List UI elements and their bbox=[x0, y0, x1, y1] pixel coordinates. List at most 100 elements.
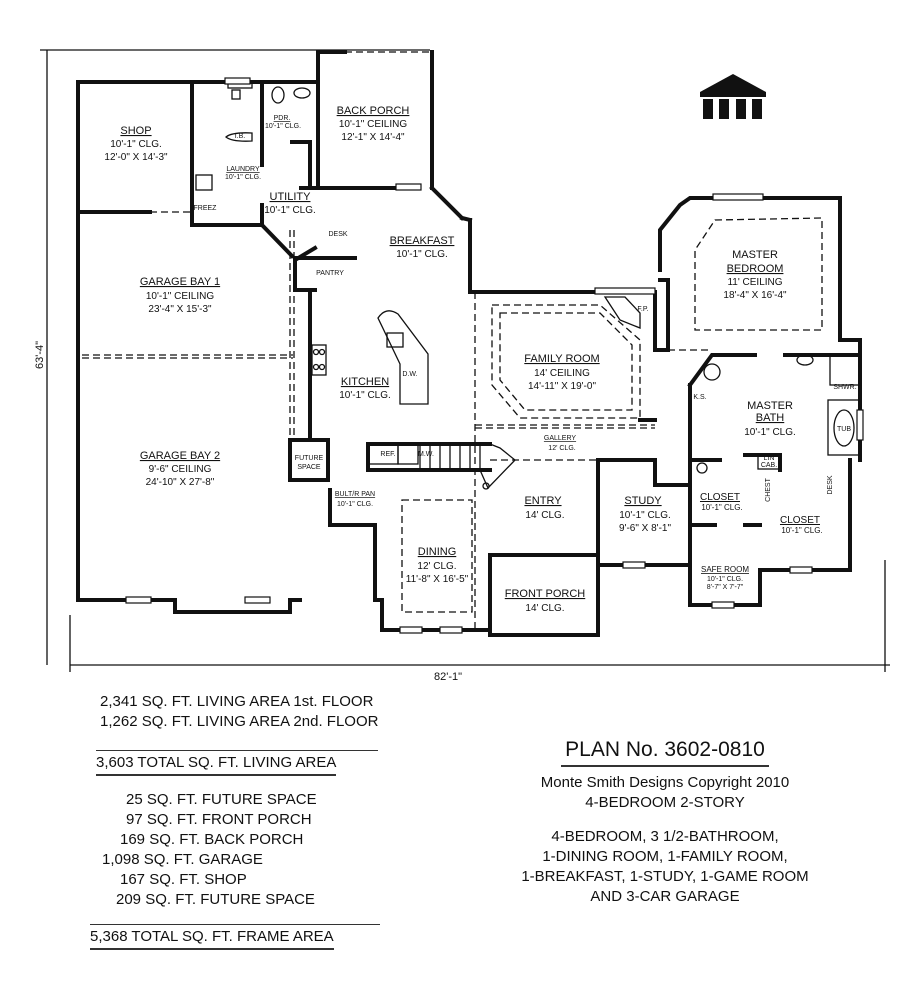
columned-house-logo bbox=[700, 74, 766, 119]
svg-text:11' CEILING: 11' CEILING bbox=[727, 277, 782, 288]
copyright: Monte Smith Designs Copyright 2010 bbox=[540, 774, 790, 791]
room-study: STUDY 10'-1" CLG. 9'-6" X 8'-1" bbox=[619, 495, 672, 534]
svg-text:SPACE: SPACE bbox=[297, 464, 321, 471]
bath-sink-icon bbox=[703, 363, 721, 381]
room-butler-pantry: BULT/R PAN 10'-1" CLG. bbox=[335, 491, 375, 508]
svg-text:14' CLG.: 14' CLG. bbox=[525, 510, 564, 521]
svg-text:24'-10" X 27'-8": 24'-10" X 27'-8" bbox=[146, 477, 215, 488]
feature-line: AND 3-CAR GARAGE bbox=[590, 888, 740, 905]
svg-text:FUTURE: FUTURE bbox=[295, 455, 324, 462]
svg-text:10'-1" CLG.: 10'-1" CLG. bbox=[781, 526, 822, 535]
room-garage-bay-1: GARAGE BAY 1 10'-1" CEILING 23'-4" X 15'… bbox=[140, 276, 220, 315]
svg-text:SHOP: SHOP bbox=[120, 125, 151, 137]
ironing-board-label: I.B. bbox=[235, 133, 246, 140]
room-dining: DINING 12' CLG. 11'-8" X 16'-5" bbox=[406, 546, 469, 585]
svg-text:14' CLG.: 14' CLG. bbox=[525, 603, 564, 614]
svg-text:SAFE ROOM: SAFE ROOM bbox=[701, 565, 749, 574]
svg-text:11'-8" X 16'-5": 11'-8" X 16'-5" bbox=[406, 574, 469, 585]
dimension-lines: 63'-4" 82'-1" bbox=[34, 49, 890, 683]
svg-text:12' CLG.: 12' CLG. bbox=[548, 445, 575, 452]
windows bbox=[125, 77, 864, 634]
svg-text:BACK PORCH: BACK PORCH bbox=[337, 105, 410, 117]
freezer-label: FREEZ bbox=[194, 205, 218, 212]
cooktop-icon bbox=[311, 344, 327, 376]
living-area-1st: 2,341 SQ. FT. LIVING AREA 1st. FLOOR bbox=[100, 693, 374, 710]
walls bbox=[76, 50, 862, 637]
chest-label: CHEST bbox=[765, 477, 772, 501]
room-family-room: FAMILY ROOM 14' CEILING 14'-11" X 19'-0" bbox=[524, 353, 599, 392]
tub-label: TUB bbox=[837, 426, 851, 433]
feature-line: 1-BREAKFAST, 1-STUDY, 1-GAME ROOM bbox=[521, 868, 809, 885]
pantry-label: PANTRY bbox=[316, 270, 344, 277]
svg-text:PDR.: PDR. bbox=[274, 115, 291, 122]
fireplace-label: F.P. bbox=[637, 306, 648, 313]
svg-text:ENTRY: ENTRY bbox=[524, 495, 562, 507]
ironing-board-icon bbox=[224, 132, 253, 142]
feature-line: 4-BEDROOM, 3 1/2-BATHROOM, bbox=[551, 828, 779, 845]
depth-dimension: 63'-4" bbox=[34, 341, 46, 369]
staircase bbox=[419, 443, 516, 490]
svg-text:BATH: BATH bbox=[756, 412, 785, 424]
svg-text:BULT/R PAN: BULT/R PAN bbox=[335, 491, 375, 498]
shower-label: SHWR. bbox=[833, 384, 856, 391]
room-kitchen: KITCHEN 10'-1" CLG. bbox=[339, 376, 391, 401]
svg-text:12'-1" X 14'-4": 12'-1" X 14'-4" bbox=[341, 132, 405, 143]
future-space-2-area: 209 SQ. FT. FUTURE SPACE bbox=[116, 891, 315, 908]
knee-space-label: K.S. bbox=[693, 394, 706, 401]
svg-text:12' CLG.: 12' CLG. bbox=[417, 561, 456, 572]
kitchen-sink-icon bbox=[386, 332, 404, 348]
toilet-icon bbox=[696, 462, 708, 474]
room-gallery: GALLERY 12' CLG. bbox=[544, 435, 576, 452]
room-entry: ENTRY 14' CLG. bbox=[524, 495, 564, 521]
room-labels: SHOP 10'-1" CLG. 12'-0" X 14'-3" LAUNDRY… bbox=[104, 105, 856, 614]
svg-text:KITCHEN: KITCHEN bbox=[341, 376, 389, 388]
fixtures bbox=[195, 81, 861, 490]
svg-text:BEDROOM: BEDROOM bbox=[727, 263, 784, 275]
svg-text:14' CEILING: 14' CEILING bbox=[534, 368, 590, 379]
svg-text:CLOSET: CLOSET bbox=[700, 492, 740, 503]
feature-line: 1-DINING ROOM, 1-FAMILY ROOM, bbox=[542, 848, 788, 865]
back-porch-area: 169 SQ. FT. BACK PORCH bbox=[120, 831, 304, 848]
toilet-icon bbox=[271, 86, 285, 104]
svg-text:10'-1" CLG.: 10'-1" CLG. bbox=[396, 249, 448, 260]
desk-closet-label: DESK bbox=[827, 475, 834, 494]
front-porch-area: 97 SQ. FT. FRONT PORCH bbox=[126, 811, 312, 828]
svg-text:LIN: LIN bbox=[764, 455, 775, 462]
plan-type: 4-BEDROOM 2-STORY bbox=[585, 794, 745, 811]
svg-text:10'-1" CLG.: 10'-1" CLG. bbox=[707, 576, 743, 583]
room-closet-right: CLOSET 10'-1" CLG. bbox=[780, 515, 823, 535]
room-shop: SHOP 10'-1" CLG. 12'-0" X 14'-3" bbox=[104, 125, 168, 163]
svg-text:FAMILY ROOM: FAMILY ROOM bbox=[524, 353, 599, 365]
area-summary: 2,341 SQ. FT. LIVING AREA 1st. FLOOR 1,2… bbox=[90, 692, 380, 950]
fireplace-icon bbox=[603, 296, 641, 329]
total-frame-area: 5,368 TOTAL SQ. FT. FRAME AREA bbox=[90, 927, 334, 950]
svg-text:12'-0" X 14'-3": 12'-0" X 14'-3" bbox=[104, 152, 168, 163]
svg-text:MASTER: MASTER bbox=[732, 249, 778, 261]
svg-text:10'-1" CLG.: 10'-1" CLG. bbox=[619, 510, 671, 521]
svg-text:MASTER: MASTER bbox=[747, 400, 793, 412]
svg-text:10'-1" CLG.: 10'-1" CLG. bbox=[701, 503, 742, 512]
linen-cabinet-label: LIN CAB. bbox=[761, 455, 777, 469]
svg-text:14'-11" X 19'-0": 14'-11" X 19'-0" bbox=[528, 381, 596, 392]
plan-info: PLAN No. 3602-0810 Monte Smith Designs C… bbox=[470, 738, 860, 907]
svg-text:10'-1" CLG.: 10'-1" CLG. bbox=[225, 174, 261, 181]
svg-text:CLOSET: CLOSET bbox=[780, 515, 820, 526]
svg-text:UTILITY: UTILITY bbox=[270, 191, 312, 203]
room-master-bath: MASTER BATH 10'-1" CLG. bbox=[744, 400, 796, 438]
svg-text:10'-1" CLG.: 10'-1" CLG. bbox=[264, 205, 316, 216]
svg-text:GALLERY: GALLERY bbox=[544, 435, 576, 442]
living-area-2nd: 1,262 SQ. FT. LIVING AREA 2nd. FLOOR bbox=[100, 713, 379, 730]
svg-text:STUDY: STUDY bbox=[624, 495, 662, 507]
room-back-porch: BACK PORCH 10'-1" CEILING 12'-1" X 14'-4… bbox=[337, 105, 410, 143]
garage-area: 1,098 SQ. FT. GARAGE bbox=[102, 851, 263, 868]
svg-text:DINING: DINING bbox=[418, 546, 457, 558]
svg-text:9'-6" CEILING: 9'-6" CEILING bbox=[149, 464, 212, 475]
svg-text:10'-1" CLG.: 10'-1" CLG. bbox=[110, 139, 162, 150]
total-living-area: 3,603 TOTAL SQ. FT. LIVING AREA bbox=[96, 753, 337, 776]
svg-text:BREAKFAST: BREAKFAST bbox=[390, 235, 455, 247]
room-breakfast: BREAKFAST 10'-1" CLG. bbox=[390, 235, 455, 260]
plan-number: PLAN No. 3602-0810 bbox=[561, 738, 769, 767]
shower bbox=[829, 354, 861, 386]
svg-text:8'-7" X 7'-7": 8'-7" X 7'-7" bbox=[707, 584, 744, 591]
